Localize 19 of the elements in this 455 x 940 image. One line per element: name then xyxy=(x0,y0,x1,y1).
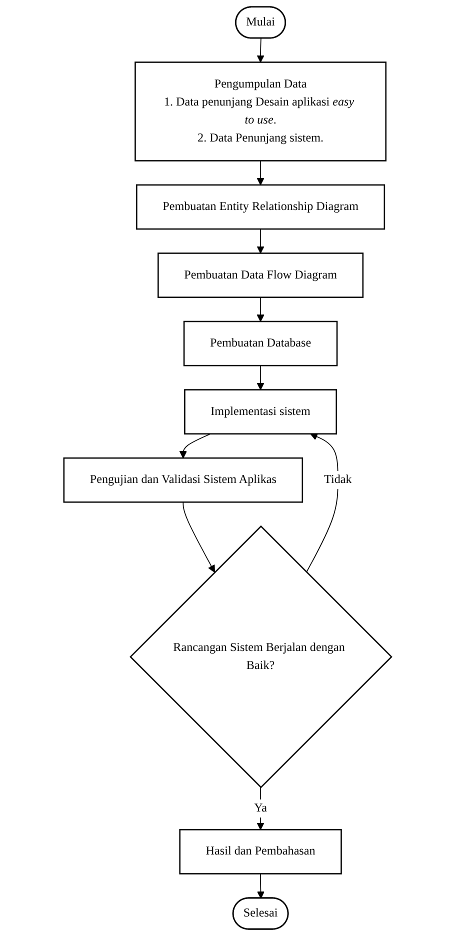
arrow xyxy=(256,228,264,254)
arrow xyxy=(179,433,211,458)
node-box: Pembuatan Data Flow Diagram xyxy=(157,252,364,298)
arrow xyxy=(256,873,264,899)
node-box: Pengujian dan Validasi Sistem Aplikas xyxy=(63,457,303,503)
arrow xyxy=(256,296,264,322)
arrow xyxy=(256,160,264,186)
node-box: Hasil dan Pembahasan xyxy=(179,829,342,874)
node-box: Pembuatan Entity Relationship Diagram xyxy=(136,184,385,230)
arrow xyxy=(306,433,338,573)
edge-label: Tidak xyxy=(324,474,352,487)
arrow xyxy=(182,502,215,573)
edge-label: Ya xyxy=(254,802,267,815)
node-diamond: Rancangan Sistem Berjalan dengan Baik? xyxy=(129,525,392,788)
arrow xyxy=(256,38,264,63)
node-box: Implementasi sistem xyxy=(184,389,337,434)
node-box: Pengumpulan Data 1. Data penunjang Desain aplikasi easy to use. 2. Data Penunjang sistem. xyxy=(134,62,386,162)
node-box: Pembuatan Database xyxy=(183,320,338,366)
arrow xyxy=(256,365,264,390)
